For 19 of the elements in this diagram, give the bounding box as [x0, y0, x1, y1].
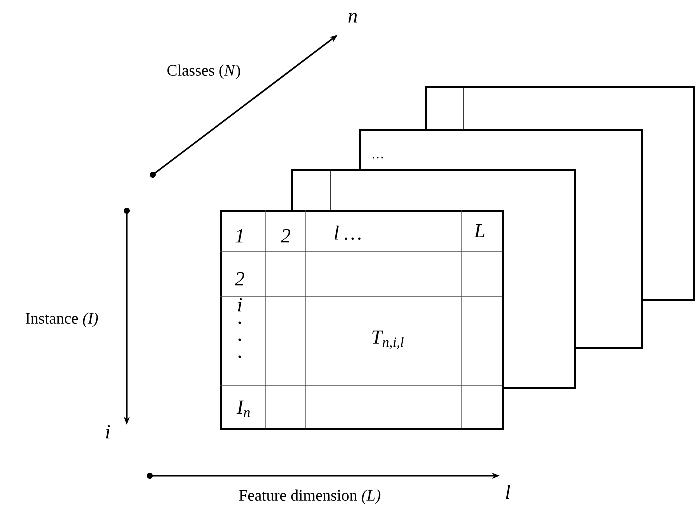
cell-text: l …	[334, 226, 361, 240]
cell-text: 2	[235, 272, 245, 286]
sheet	[425, 86, 695, 130]
data-table	[220, 210, 504, 430]
cell-text: T$_{n,i,l}$	[372, 330, 404, 350]
cell-text: 2	[281, 229, 291, 243]
cell-text: L	[474, 224, 485, 238]
cell-text: i	[238, 298, 242, 312]
sheet	[359, 129, 643, 170]
axis-symbol: l	[506, 485, 510, 499]
cell-text: I$_{n}$	[236, 400, 250, 418]
axis-label: Instance (I)	[26, 312, 98, 328]
ellipsis-text: …	[372, 157, 384, 159]
axis-label: Classes (N)	[168, 64, 240, 80]
axis-symbol: n	[348, 13, 358, 23]
cell-text: 1	[236, 229, 243, 243]
axis-label: Feature dimension (L)	[239, 490, 381, 504]
sheet	[291, 169, 576, 210]
axis-symbol: i	[106, 425, 110, 439]
